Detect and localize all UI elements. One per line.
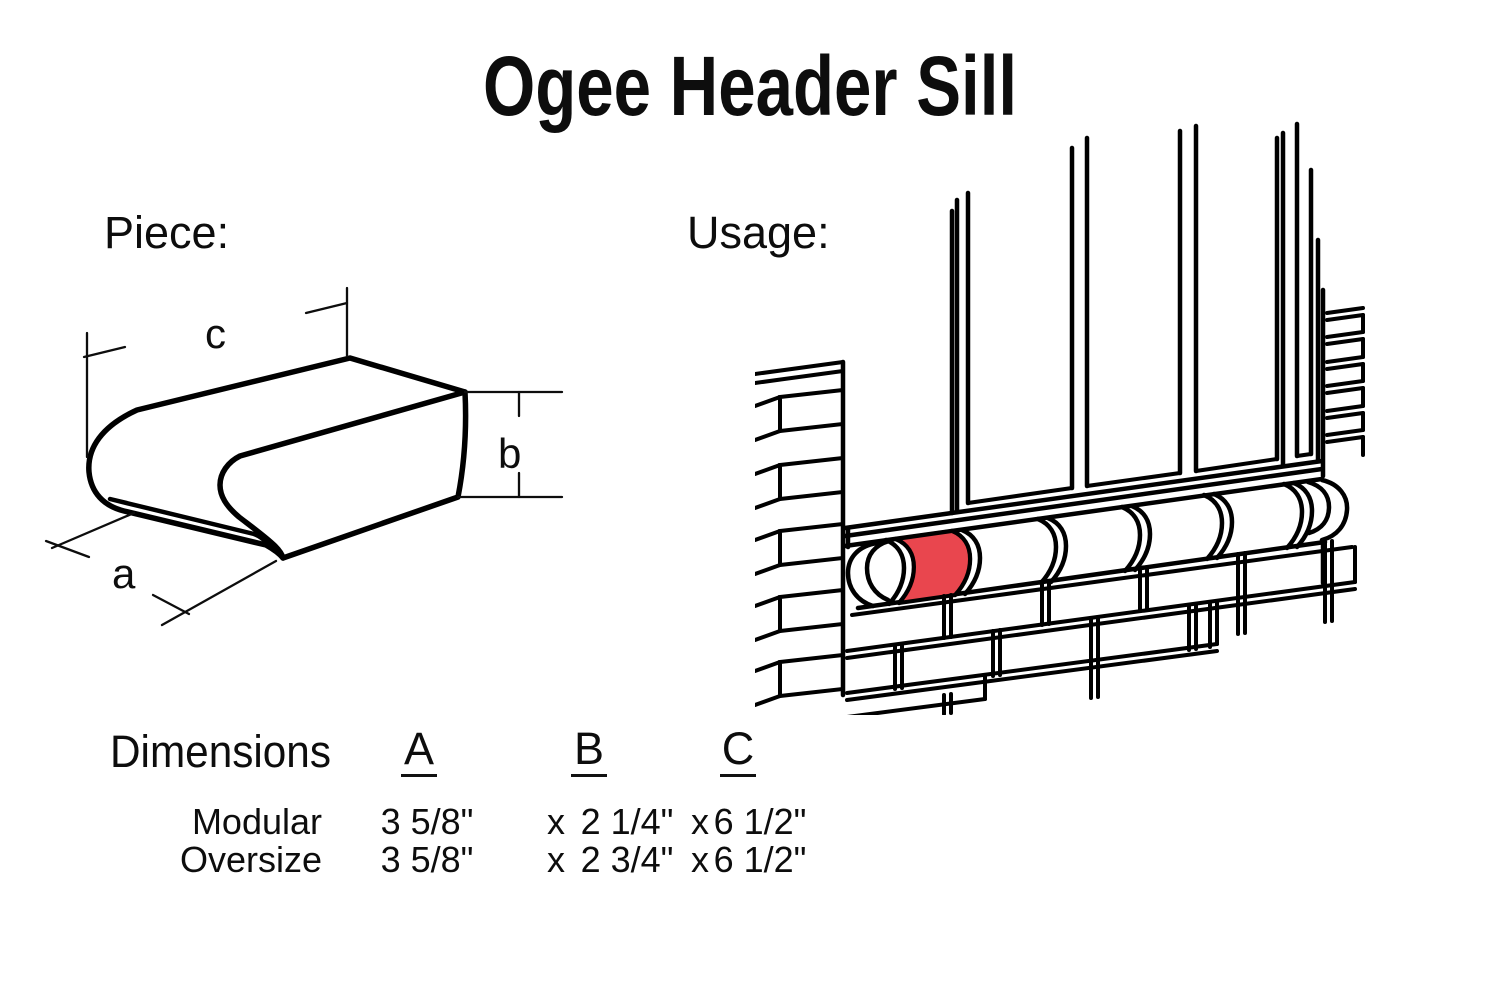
usage-drawing — [755, 121, 1365, 715]
row-oversize-name: Oversize — [179, 839, 322, 880]
dimensions-title: Dimensions — [110, 726, 331, 777]
piece-drip-edge — [107, 496, 269, 545]
column-header-a: A — [401, 726, 437, 777]
piece-ogee-profile — [217, 389, 468, 561]
left-brick-column — [755, 359, 846, 707]
piece-drawing: c b a — [44, 286, 564, 627]
row-oversize-c: 6 1/2" — [713, 839, 807, 880]
right-brick-column — [1325, 306, 1365, 457]
row-modular-x1: x — [547, 801, 565, 842]
row-modular-x2: x — [691, 801, 709, 842]
row-oversize-b: 2 3/4" — [580, 839, 674, 880]
usage-section-label: Usage: — [687, 207, 830, 258]
dim-label-c: c — [205, 310, 226, 357]
dim-label-b: b — [498, 430, 521, 477]
row-modular-b: 2 1/4" — [580, 801, 674, 842]
row-modular-a: 3 5/8" — [380, 801, 474, 842]
row-oversize-a: 3 5/8" — [380, 839, 474, 880]
column-header-c: C — [720, 726, 756, 777]
piece-dimension-lines — [44, 286, 564, 627]
piece-body — [86, 355, 469, 561]
row-modular-name: Modular — [191, 801, 322, 842]
column-header-b: B — [571, 726, 607, 777]
row-modular-c: 6 1/2" — [713, 801, 807, 842]
dim-label-a: a — [112, 550, 136, 597]
page-title: Ogee Header Sill — [482, 39, 1018, 133]
highlighted-sill-brick — [894, 529, 972, 605]
piece-section-label: Piece: — [104, 207, 230, 258]
brick-courses — [845, 539, 1357, 715]
window-pane-bottoms — [966, 452, 1313, 505]
row-oversize-x1: x — [547, 839, 565, 880]
row-oversize-x2: x — [691, 839, 709, 880]
window-mullions — [949, 121, 1326, 586]
